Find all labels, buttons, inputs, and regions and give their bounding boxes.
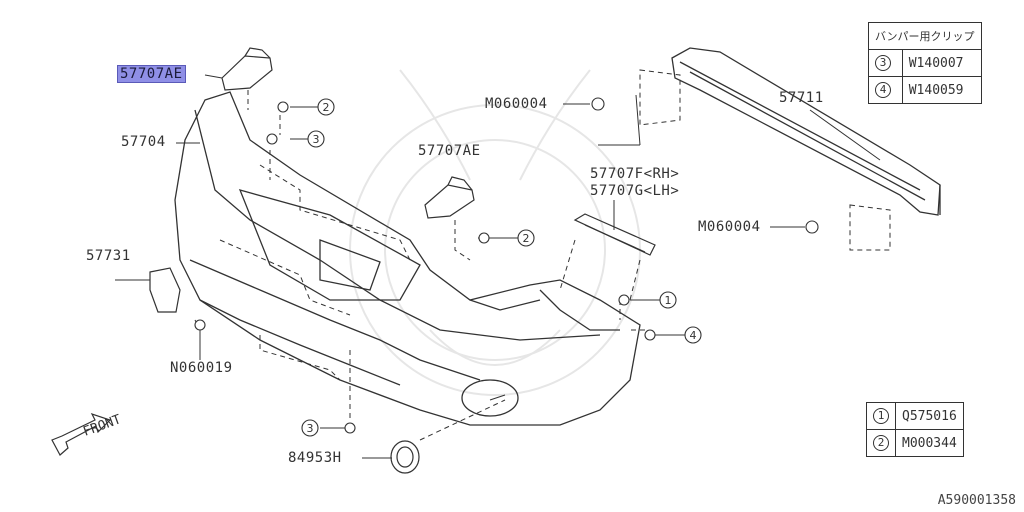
bumper-cover-57704 xyxy=(174,91,641,426)
bolt-m060004-right xyxy=(805,220,819,234)
callout-3-top: 3 xyxy=(313,133,320,146)
clip-table-header: バンパー用クリップ xyxy=(868,22,982,50)
table-row: 1 Q575016 xyxy=(866,402,964,430)
screw-1 xyxy=(618,294,630,306)
clip-table-num: 3 xyxy=(875,55,891,71)
part-57704[interactable]: 57704 xyxy=(121,134,166,150)
part-57707g[interactable]: 57707G<LH> xyxy=(590,183,680,199)
front-label: FRONT xyxy=(81,412,123,440)
part-57707f[interactable]: 57707F<RH> xyxy=(590,166,680,182)
clip-2-top xyxy=(277,101,289,113)
leader-lines xyxy=(115,74,881,459)
diagram-id: A590001358 xyxy=(937,493,1016,508)
ring-84953h xyxy=(390,440,420,474)
part-84953h[interactable]: 84953H xyxy=(288,450,342,466)
part-m060004-top[interactable]: M060004 xyxy=(485,96,548,112)
clip-table: バンパー用クリップ 3 W140007 4 W140059 xyxy=(868,22,982,104)
fastener-table-part[interactable]: M000344 xyxy=(895,429,964,457)
front-arrow-icon xyxy=(51,412,112,456)
fastener-table-part[interactable]: Q575016 xyxy=(895,402,964,430)
part-n060019[interactable]: N060019 xyxy=(170,360,233,376)
callouts xyxy=(301,98,702,437)
bracket-57707f-g xyxy=(573,213,656,256)
clip-table-part[interactable]: W140007 xyxy=(901,49,982,77)
projection-lines xyxy=(194,69,891,441)
clip-table-num: 4 xyxy=(875,82,891,98)
bracket-57707ae-mid xyxy=(424,176,475,219)
callout-3-bottom: 3 xyxy=(307,422,314,435)
cover-57731 xyxy=(149,267,181,313)
part-57707ae-top[interactable]: 57707AE xyxy=(117,65,186,83)
table-row: 2 M000344 xyxy=(866,429,964,457)
nut-n060019 xyxy=(194,319,206,331)
clip-4 xyxy=(644,329,656,341)
clip-table-part[interactable]: W140059 xyxy=(901,76,982,104)
table-row: 4 W140059 xyxy=(868,76,982,104)
callout-1: 1 xyxy=(665,294,672,307)
fasteners xyxy=(194,97,819,434)
beam-57711 xyxy=(671,47,941,216)
bolt-m060004-top xyxy=(591,97,605,111)
callout-2-mid: 2 xyxy=(523,232,530,245)
part-57711[interactable]: 57711 xyxy=(779,90,824,106)
part-57707ae-mid[interactable]: 57707AE xyxy=(418,143,481,159)
fastener-table: 1 Q575016 2 M000344 xyxy=(866,402,964,457)
callout-2-top: 2 xyxy=(323,101,330,114)
bracket-57707ae-top xyxy=(221,47,273,91)
part-57731[interactable]: 57731 xyxy=(86,248,131,264)
table-row: 3 W140007 xyxy=(868,49,982,77)
clip-2-mid xyxy=(478,232,490,244)
fastener-table-num: 2 xyxy=(873,435,889,451)
clip-3-top xyxy=(266,133,278,145)
fastener-table-num: 1 xyxy=(873,408,889,424)
clip-3-bottom xyxy=(344,422,356,434)
part-m060004-right[interactable]: M060004 xyxy=(698,219,761,235)
callout-4: 4 xyxy=(690,329,697,342)
